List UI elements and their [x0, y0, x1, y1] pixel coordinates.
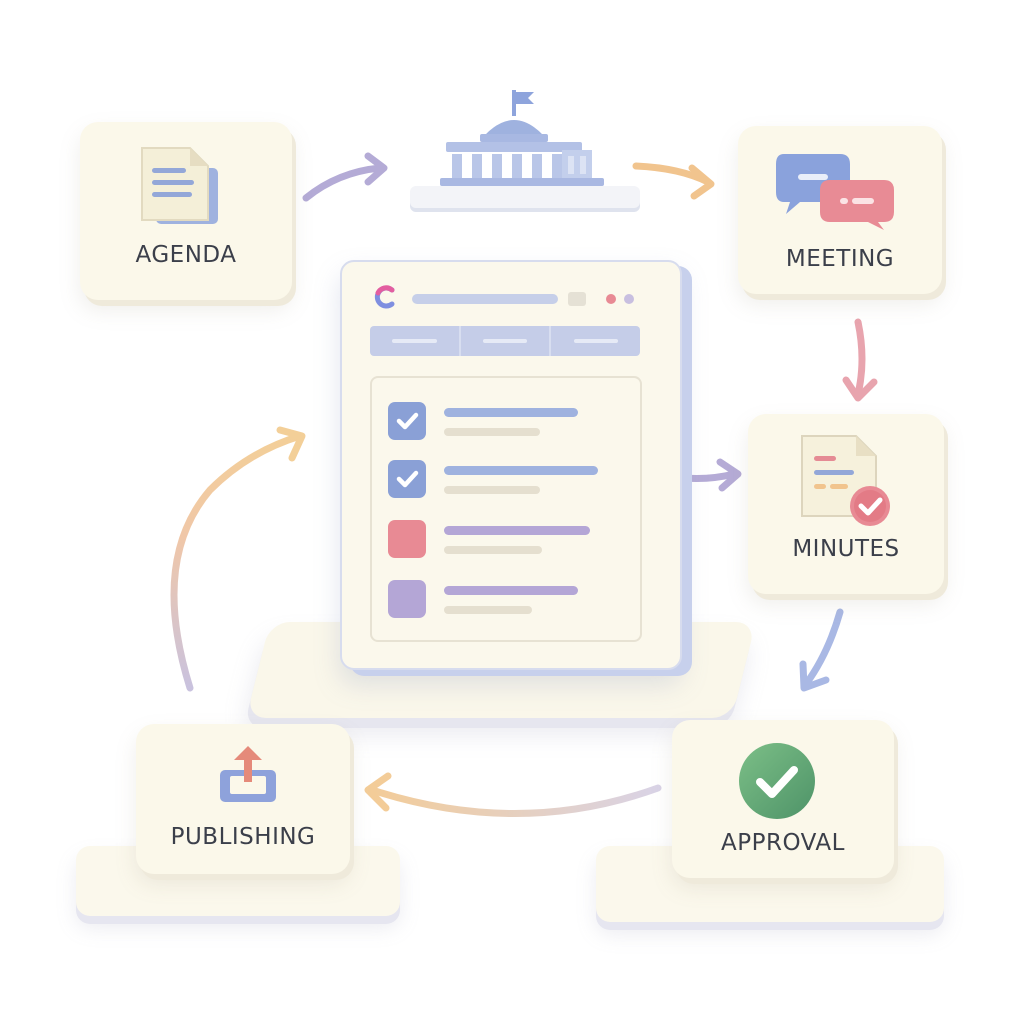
minutes-card[interactable]: MINUTES — [748, 414, 944, 594]
arrow-agenda-to-capitol — [302, 152, 388, 202]
app-window-dot-lavender[interactable] — [624, 294, 634, 304]
check-icon — [396, 470, 419, 488]
app-window-dot-pink[interactable] — [606, 294, 616, 304]
task-subline-4 — [444, 606, 532, 614]
app-window[interactable] — [340, 260, 682, 670]
arrow-approval-to-publishing-head — [364, 772, 392, 812]
task-subline-3 — [444, 546, 542, 554]
task-subline-1 — [444, 428, 540, 436]
document-icon — [141, 147, 218, 224]
capitol-platform — [410, 186, 640, 208]
app-window-control[interactable] — [568, 292, 586, 306]
task-line-3 — [444, 526, 590, 535]
approval-card[interactable]: APPROVAL — [672, 720, 894, 878]
approval-label: APPROVAL — [721, 830, 845, 856]
app-title-bar — [412, 294, 558, 304]
chat-bubbles-icon — [776, 154, 894, 230]
document-check-icon — [801, 435, 890, 526]
capitol-building-icon — [440, 90, 604, 186]
c-logo-icon — [374, 285, 395, 309]
task-checkbox-4[interactable] — [388, 580, 426, 618]
agenda-card[interactable]: AGENDA — [80, 122, 292, 300]
task-subline-2 — [444, 486, 540, 494]
arrow-publishing-to-app — [170, 432, 304, 692]
arrow-publishing-to-app-head — [276, 426, 306, 462]
publishing-card[interactable]: PUBLISHING — [136, 724, 350, 874]
task-line-2 — [444, 466, 598, 475]
task-checkbox-1[interactable] — [388, 402, 426, 440]
arrow-capitol-to-meeting — [632, 162, 715, 200]
app-tab-3[interactable] — [551, 326, 640, 356]
minutes-label: MINUTES — [792, 536, 900, 562]
check-circle-icon — [739, 743, 815, 819]
arrow-meeting-to-minutes — [842, 318, 878, 402]
upload-tray-icon — [220, 746, 276, 802]
meeting-label: MEETING — [785, 246, 895, 272]
arrow-approval-to-publishing — [368, 784, 662, 817]
publishing-label: PUBLISHING — [170, 824, 316, 850]
check-icon — [396, 412, 419, 430]
arrow-app-to-minutes — [680, 458, 742, 492]
task-list-panel — [370, 376, 642, 642]
task-checkbox-2[interactable] — [388, 460, 426, 498]
arrow-minutes-to-approval — [799, 608, 844, 692]
task-line-4 — [444, 586, 578, 595]
app-tab-bar — [370, 326, 640, 356]
meeting-card[interactable]: MEETING — [738, 126, 942, 294]
task-checkbox-3[interactable] — [388, 520, 426, 558]
agenda-label: AGENDA — [135, 242, 237, 268]
task-line-1 — [444, 408, 578, 417]
app-tab-2[interactable] — [461, 326, 552, 356]
app-tab-1[interactable] — [370, 326, 461, 356]
